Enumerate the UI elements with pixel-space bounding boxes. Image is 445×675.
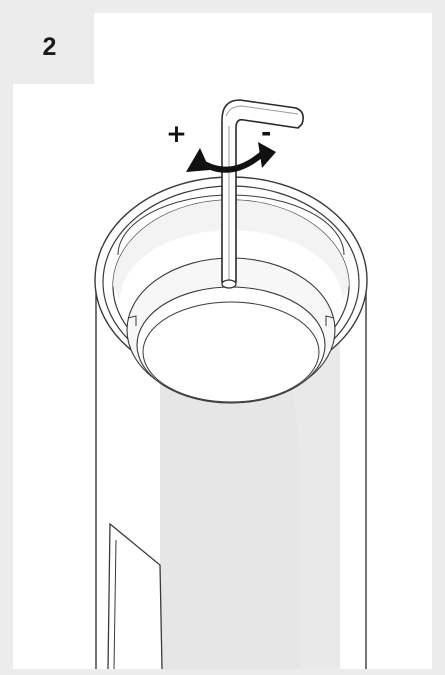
step-number-box: 2 [13,13,94,84]
tube-rim [94,176,368,404]
plus-sign: + [166,119,187,148]
minus-sign: - [261,118,272,147]
rotate-arrows-icon [186,142,276,173]
hex-key-icon [221,99,304,289]
step-number: 2 [42,33,57,61]
